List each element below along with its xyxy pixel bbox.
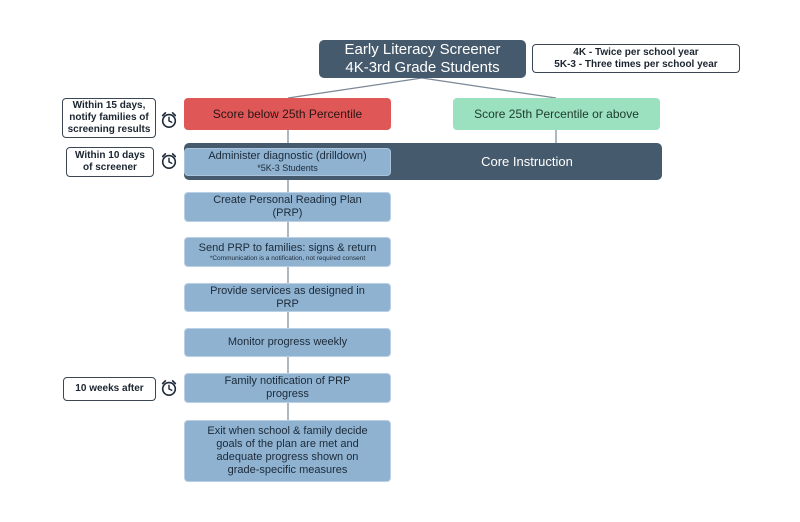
timing-note-10-weeks-line1: 10 weeks after <box>75 383 144 394</box>
timing-note-10-days: Within 10 days of screener <box>66 147 154 177</box>
timing-note-15-days-line2: notify families of <box>69 112 149 123</box>
frequency-4k: 4K - Twice per school year <box>573 46 699 58</box>
step-provide-services-line2: PRP <box>276 297 299 310</box>
step-create-prp: Create Personal Reading Plan (PRP) <box>184 192 391 222</box>
step-send-prp: Send PRP to families: signs & return *Co… <box>184 237 391 267</box>
step-monitor-progress: Monitor progress weekly <box>184 328 391 357</box>
timing-note-15-days-line3: screening results <box>67 124 151 135</box>
timing-note-10-weeks: 10 weeks after <box>63 377 156 401</box>
screener-title-node: Early Literacy Screener 4K-3rd Grade Stu… <box>319 40 526 78</box>
step-monitor-progress-line1: Monitor progress weekly <box>227 336 348 348</box>
screener-title: Early Literacy Screener <box>344 41 501 58</box>
step-exit: Exit when school & family decide goals o… <box>184 420 391 482</box>
step-diagnostic: Administer diagnostic (drilldown) *5K-3 … <box>184 148 391 176</box>
step-family-notification-line2: progress <box>266 388 309 400</box>
step-create-prp-line1: Create Personal Reading Plan <box>213 194 362 206</box>
step-provide-services-line1: Provide services as designed in <box>210 284 365 297</box>
alarm-clock-icon <box>161 111 177 129</box>
step-family-notification-line1: Family notification of PRP <box>224 375 351 387</box>
timing-note-10-days-line1: Within 10 days <box>75 150 145 161</box>
step-provide-services: Provide services as designed in PRP <box>184 283 391 312</box>
score-below-node: Score below 25th Percentile <box>184 98 391 130</box>
step-diagnostic-title: Administer diagnostic (drilldown) <box>208 150 367 162</box>
frequency-5k3: 5K-3 - Three times per school year <box>554 58 718 70</box>
step-send-prp-line1: Send PRP to families: signs & return <box>198 241 377 254</box>
timing-note-15-days-line1: Within 15 days, <box>72 100 146 111</box>
screening-frequency-note: 4K - Twice per school year 5K-3 - Three … <box>532 44 740 73</box>
screener-audience: 4K-3rd Grade Students <box>345 59 500 76</box>
timing-note-15-days: Within 15 days, notify families of scree… <box>62 98 156 138</box>
alarm-clock-icon <box>161 379 177 397</box>
step-diagnostic-subtitle: *5K-3 Students <box>257 163 318 173</box>
step-exit-line4: grade-specific measures <box>227 464 348 476</box>
step-send-prp-note: *Communication is a notification, not re… <box>209 254 366 262</box>
score-above-node: Score 25th Percentile or above <box>453 98 660 130</box>
core-instruction-label: Core Instruction <box>481 154 573 169</box>
alarm-clock-icon <box>161 152 177 170</box>
step-exit-line2: goals of the plan are met and <box>216 438 359 450</box>
step-exit-line1: Exit when school & family decide <box>207 425 368 437</box>
step-create-prp-line2: (PRP) <box>272 207 303 219</box>
timing-note-10-days-line2: of screener <box>83 162 137 173</box>
step-family-notification: Family notification of PRP progress <box>184 373 391 403</box>
step-exit-line3: adequate progress shown on <box>216 451 359 463</box>
